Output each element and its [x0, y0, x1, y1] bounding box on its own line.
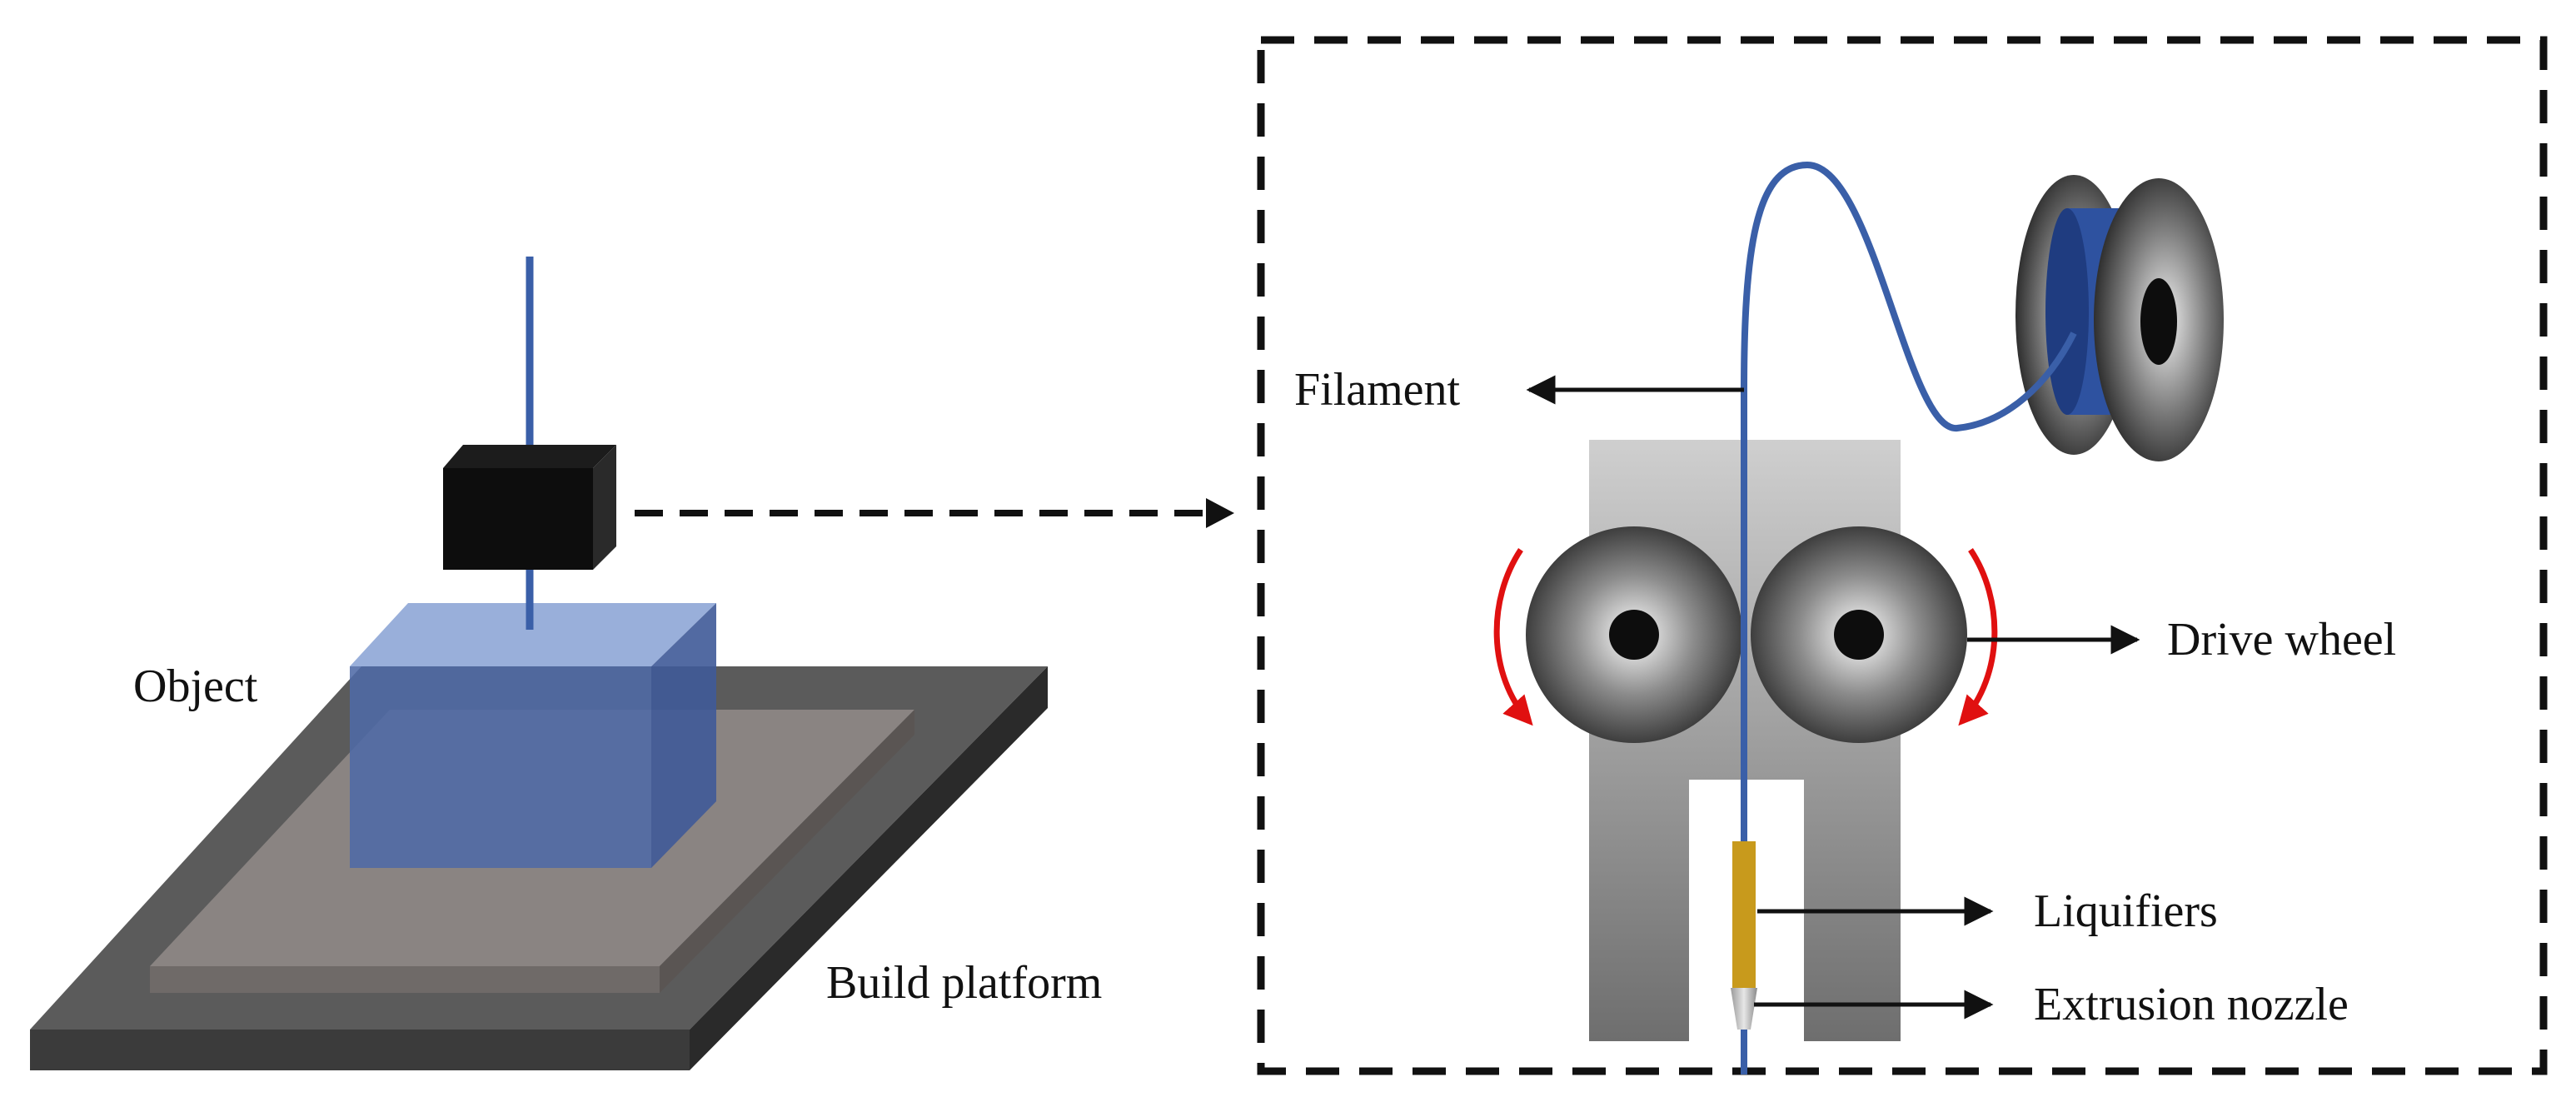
- platform-inner-side: [660, 710, 914, 993]
- platform-inner-front: [150, 966, 660, 993]
- extrusion-nozzle: [1731, 988, 1757, 1030]
- liquifiers-label: Liquifiers: [2034, 885, 2218, 937]
- drive-wheels: [1526, 526, 1967, 743]
- liquifier: [1732, 841, 1756, 988]
- spool-hole: [2140, 278, 2177, 365]
- rotation-arrow-right: [1958, 548, 1998, 726]
- platform-base-front: [30, 1030, 690, 1070]
- printed-object: [350, 603, 716, 868]
- object-side-face: [651, 603, 716, 868]
- object-top-face: [350, 603, 716, 666]
- drive-wheel-label: Drive wheel: [2167, 614, 2396, 666]
- rotation-arrow-left: [1493, 548, 1533, 726]
- object-front-face: [350, 666, 651, 868]
- object-label: Object: [133, 661, 258, 712]
- zoom-connector-arrowhead: [1206, 498, 1234, 528]
- print-head: [443, 257, 616, 630]
- print-head-front: [443, 468, 593, 570]
- drive-wheel-right-hub: [1834, 610, 1884, 660]
- print-head-side: [593, 445, 616, 570]
- print-head-top: [443, 445, 616, 468]
- platform-base-side: [690, 666, 1048, 1070]
- detail-frame: [1257, 36, 2548, 1075]
- drive-wheel-left-hub: [1609, 610, 1659, 660]
- filament-path: [1741, 161, 2077, 1075]
- extrusion-nozzle-label: Extrusion nozzle: [2034, 979, 2349, 1030]
- spool-hub-shade: [2045, 208, 2089, 415]
- filament-label: Filament: [1294, 364, 1461, 416]
- build-platform-label: Build platform: [826, 957, 1102, 1009]
- filament-spool: [2015, 175, 2224, 461]
